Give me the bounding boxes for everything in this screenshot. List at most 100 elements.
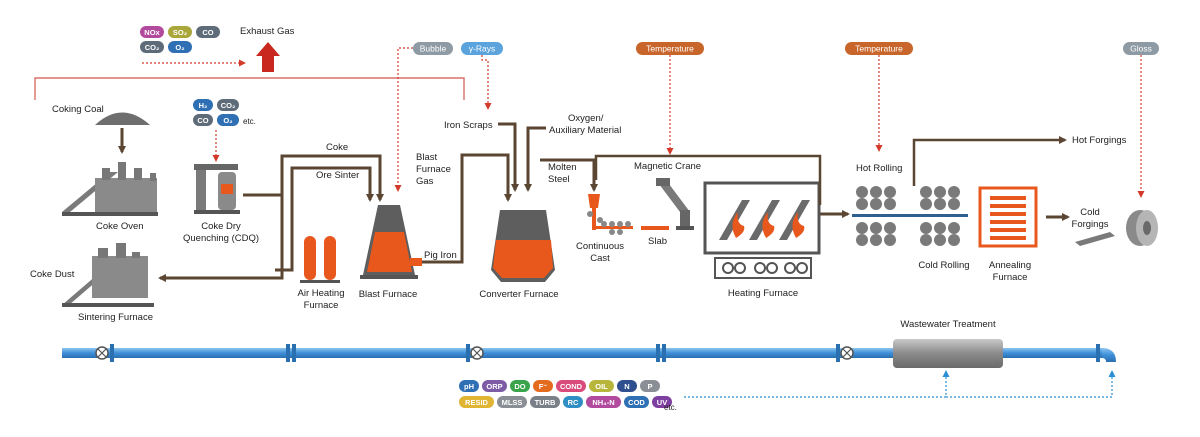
steel-coil-icon: [1126, 210, 1158, 246]
water-pill-label-0-7: P: [647, 382, 652, 391]
water-pill-label-0-3: F⁻: [539, 382, 548, 391]
pipe-valve-icon-3: [840, 346, 854, 360]
outlet-dotted-line: [946, 370, 1116, 398]
water-pill-0-6: [617, 380, 637, 392]
pipe-flanges: [110, 344, 1100, 362]
molten-label-1: Molten: [548, 162, 577, 173]
water-pill-0-7: [640, 380, 660, 392]
tag-temperature-1-label: Temperature: [646, 44, 694, 54]
molten-label-2: Steel: [548, 174, 570, 185]
tag-gamma-label: γ-Rays: [469, 44, 495, 54]
water-pill-label-0-5: OIL: [595, 382, 608, 391]
ore-sinter-flow-line: [275, 166, 374, 272]
wastewater-tank-icon: [893, 339, 1003, 368]
water-pill-1-2: [530, 396, 560, 408]
water-pill-label-1-0: RESID: [465, 398, 489, 407]
hot-forgings-arrow: [912, 136, 1067, 186]
coking-coal-label: Coking Coal: [52, 104, 104, 115]
water-pill-1-6: [652, 396, 672, 408]
oxygen-label-1: Oxygen/: [568, 113, 604, 124]
ore-sinter-label: Ore Sinter: [316, 170, 359, 181]
gas-pill-co: [196, 26, 220, 38]
annealing-label-2: Furnace: [993, 272, 1028, 283]
tag-bubble-label: Bubble: [420, 44, 447, 54]
tag-temperature-2-label: Temperature: [855, 44, 903, 54]
coke-flow-line: [243, 154, 384, 202]
cold-rolling-label: Cold Rolling: [918, 260, 969, 271]
coke-label: Coke: [326, 142, 348, 153]
wastewater-dotted-line: [684, 370, 950, 398]
iron-scraps-arrow: [498, 122, 519, 192]
cdq-pill-o2: O₂: [223, 116, 232, 125]
magnetic-crane-label: Magnetic Crane: [634, 161, 701, 172]
water-pill-label-1-5: COD: [628, 398, 645, 407]
water-pill-0-2: [510, 380, 530, 392]
water-pill-1-3: [563, 396, 583, 408]
water-pill-label-0-0: pH: [464, 382, 474, 391]
tag-gloss: Gloss: [1123, 42, 1159, 55]
water-pills-etc: etc.: [664, 403, 677, 412]
gas-pill-co2-label: CO₂: [145, 43, 160, 52]
cold-rolling-rolls-icon: [920, 186, 960, 246]
water-pill-0-1: [482, 380, 507, 392]
cold-forgings-label-2: Forgings: [1072, 219, 1109, 230]
oxygen-label-2: Auxiliary Material: [549, 125, 621, 136]
pipe-valve-icon-2: [470, 346, 484, 360]
sintering-furnace-label: Sintering Furnace: [78, 312, 153, 323]
gas-pill-so2-label: SO₂: [173, 28, 187, 37]
water-pill-1-0: [459, 396, 494, 408]
gamma-dotted-line: [481, 55, 492, 110]
water-pill-0-3: [533, 380, 553, 392]
continuous-cast-label-1: Continuous: [576, 241, 624, 252]
gas-pill-so2: [168, 26, 192, 38]
cold-forgings-label-1: Cold: [1080, 207, 1100, 218]
coke-oven-label: Coke Oven: [96, 221, 144, 232]
converter-furnace-label: Converter Furnace: [479, 289, 558, 300]
water-pill-label-0-4: COND: [560, 382, 583, 391]
tag-temperature-1: Temperature: [636, 42, 704, 55]
gas-pill-o2-label: O₂: [175, 43, 184, 52]
tag-bubble: Bubble: [413, 42, 453, 55]
bf-gas-label-3: Gas: [416, 176, 434, 187]
sintering-furnace-icon: [62, 243, 154, 307]
cdq-pill-co: CO: [197, 116, 208, 125]
water-pill-1-5: [624, 396, 649, 408]
continuous-cast-icon: [587, 194, 633, 235]
rolling-strip: [852, 214, 968, 217]
cdq-pill-h2: H₂: [199, 101, 208, 110]
water-pill-label-0-1: ORP: [486, 382, 502, 391]
gas-pill-nox: [140, 26, 164, 38]
hot-forgings-label: Hot Forgings: [1072, 135, 1127, 146]
heating-furnace-label: Heating Furnace: [728, 288, 798, 299]
gas-pill-nox-label: NOx: [144, 28, 160, 37]
water-pill-label-1-6: UV: [657, 398, 667, 407]
pipe-elbow: [1102, 348, 1116, 362]
air-heating-label-1: Air Heating: [298, 288, 345, 299]
gas-pill-co2: [140, 41, 164, 53]
continuous-cast-label-2: Cast: [590, 253, 610, 264]
coke-oven-icon: [62, 162, 158, 216]
pig-iron-label: Pig Iron: [424, 250, 457, 261]
hot-rolling-rolls-icon: [856, 186, 896, 246]
blast-furnace-label: Blast Furnace: [359, 289, 418, 300]
bf-gas-label-2: Furnace: [416, 164, 451, 175]
water-pill-label-0-2: DO: [514, 382, 525, 391]
tag-temperature-2: Temperature: [845, 42, 913, 55]
tag-gloss-label: Gloss: [1130, 44, 1152, 54]
water-pill-label-0-6: N: [624, 382, 629, 391]
annealing-furnace-icon: [978, 186, 1038, 248]
water-pill-label-1-3: RC: [568, 398, 579, 407]
water-pill-label-1-2: TURB: [535, 398, 556, 407]
slab-icon: [641, 226, 669, 230]
cdq-icon: [194, 164, 240, 214]
pipe-valve-icon-1: [95, 346, 109, 360]
water-pill-label-1-4: NH₄-N: [592, 398, 614, 407]
water-pill-1-4: [586, 396, 621, 408]
water-pill-0-0: [459, 380, 479, 392]
cdq-label-2: Quenching (CDQ): [183, 233, 259, 244]
water-pill-0-5: [589, 380, 614, 392]
air-heating-label-2: Furnace: [304, 300, 339, 311]
pig-iron-flow-line: [422, 153, 512, 264]
